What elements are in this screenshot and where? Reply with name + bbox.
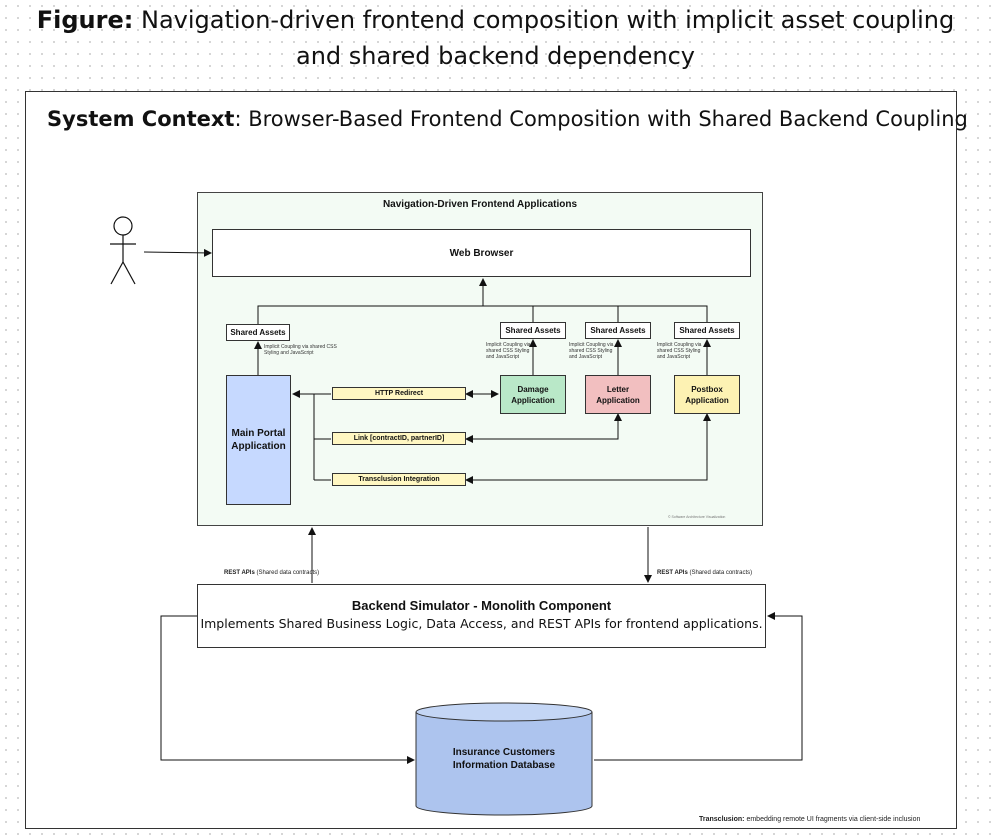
backend-to-db-arrow [160, 615, 415, 764]
damage-line1: Damage [517, 384, 549, 394]
database-cylinder-icon [415, 702, 593, 816]
web-browser-box: Web Browser [212, 229, 751, 277]
transclusion-to-postbox-arrow [465, 413, 711, 484]
backend-description: Implements Shared Business Logic, Data A… [200, 616, 763, 631]
database-line2: Information Database [452, 760, 556, 771]
footnote-text: embedding remote UI fragments via client… [744, 816, 921, 823]
user-to-browser-arrow [143, 248, 212, 257]
coupling-note-damage: Implicit Coupling via shared CSS Styling… [486, 342, 531, 360]
coupling-note-postbox: Implicit Coupling via shared CSS Styling… [657, 342, 702, 360]
coupling-note-main: Implicit Coupling via shared CSS Styling… [264, 344, 337, 356]
figure-title-line2: and shared backend dependency [295, 42, 695, 70]
integration-bus [313, 393, 331, 480]
http-redirect-box: HTTP Redirect [332, 387, 466, 400]
rest-api-right-bold: REST APIs [657, 570, 688, 576]
figure-label: Figure: [36, 6, 134, 34]
main-portal-line2: Application [231, 441, 286, 452]
rest-api-left-bold: REST APIs [224, 570, 255, 576]
link-box: Link [contractID, partnerID] [332, 432, 466, 445]
frontend-group-title: Navigation-Driven Frontend Applications [382, 199, 578, 210]
coupling-note-letter: Implicit Coupling via shared CSS Styling… [569, 342, 614, 360]
system-context-title: System Context: Browser-Based Frontend C… [47, 104, 968, 134]
db-to-backend-arrow [594, 612, 803, 761]
shared-assets-postbox: Shared Assets [674, 322, 740, 339]
database-label: Insurance Customers Information Database [416, 746, 592, 772]
rest-api-label-right: REST APIs (Shared data contracts) [657, 570, 752, 576]
footnote-bold: Transclusion: [699, 816, 745, 823]
postbox-line2: Application [685, 395, 729, 405]
shared-assets-letter: Shared Assets [585, 322, 651, 339]
system-context-text: : Browser-Based Frontend Composition wit… [234, 107, 968, 131]
letter-line2: Application [596, 395, 640, 405]
rest-api-label-left: REST APIs (Shared data contracts) [224, 570, 319, 576]
transclusion-integration-box: Transclusion Integration [332, 473, 466, 486]
shared-assets-damage: Shared Assets [500, 322, 566, 339]
system-context-label: System Context [47, 107, 235, 131]
transclusion-footnote: Transclusion: embedding remote UI fragme… [699, 816, 920, 823]
figure-title-line1: Navigation-driven frontend composition w… [140, 6, 955, 34]
postbox-line1: Postbox [691, 384, 723, 394]
backend-simulator-box [197, 584, 766, 648]
database-line1: Insurance Customers [452, 747, 556, 758]
rest-api-left-rest: (Shared data contracts) [254, 570, 320, 576]
watermark: © Software Architecture Visualization [668, 515, 726, 519]
link-to-letter-arrow [465, 413, 622, 443]
damage-line2: Application [511, 395, 555, 405]
backend-title: Backend Simulator - Monolith Component [351, 598, 612, 613]
letter-line1: Letter [606, 384, 630, 394]
figure-title: Figure: Navigation-driven frontend compo… [10, 2, 981, 74]
rest-api-right-rest: (Shared data contracts) [687, 570, 753, 576]
user-actor-icon [110, 216, 136, 285]
shared-assets-main: Shared Assets [226, 324, 290, 341]
main-portal-line1: Main Portal [231, 428, 286, 439]
